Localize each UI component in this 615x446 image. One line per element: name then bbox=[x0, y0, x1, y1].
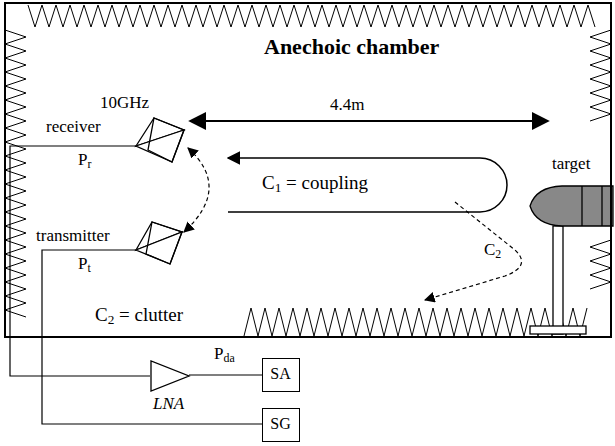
diagram-label: target bbox=[552, 154, 590, 174]
diagram-label: Pda bbox=[214, 344, 235, 366]
receiver-horn bbox=[136, 118, 184, 162]
diagram-label: transmitter bbox=[36, 226, 110, 246]
amplifier-symbol bbox=[151, 361, 189, 391]
analyzer-box: SA bbox=[262, 358, 300, 392]
diagram-label: C1 = coupling bbox=[262, 172, 368, 196]
distance-arrow bbox=[190, 120, 548, 122]
receiver-wire bbox=[10, 146, 150, 376]
signal-wire bbox=[189, 374, 262, 375]
echo-loop bbox=[228, 158, 507, 212]
diagram-label: receiver bbox=[46, 117, 101, 137]
amplifier-box: LNA bbox=[150, 360, 190, 392]
diagram-label: Pr bbox=[78, 150, 91, 172]
clutter-path bbox=[425, 202, 522, 300]
absorber-teeth bbox=[244, 308, 587, 336]
absorber-teeth bbox=[5, 5, 611, 336]
diagram-label: Pt bbox=[78, 254, 91, 276]
transmitter-horn bbox=[136, 222, 182, 264]
absorber-teeth bbox=[590, 30, 611, 121]
diagram-label: 4.4m bbox=[330, 95, 364, 115]
diagram-label: C2 = clutter bbox=[95, 304, 183, 328]
diagram-label: 10GHz bbox=[100, 93, 149, 113]
node-label: SG bbox=[270, 415, 290, 433]
node-label: Anechoic chamber bbox=[264, 34, 439, 59]
node-label: SA bbox=[270, 365, 290, 383]
generator-box: SG bbox=[262, 408, 300, 442]
target-model bbox=[530, 186, 613, 334]
absorber-teeth bbox=[5, 30, 26, 317]
chamber-box: Anechoic chamber bbox=[4, 2, 612, 338]
absorber-teeth bbox=[28, 5, 595, 27]
node-label: LNA bbox=[153, 394, 184, 414]
diagram-label: C2 bbox=[484, 240, 501, 262]
coupling-path bbox=[184, 148, 209, 232]
absorber-teeth bbox=[590, 240, 611, 289]
